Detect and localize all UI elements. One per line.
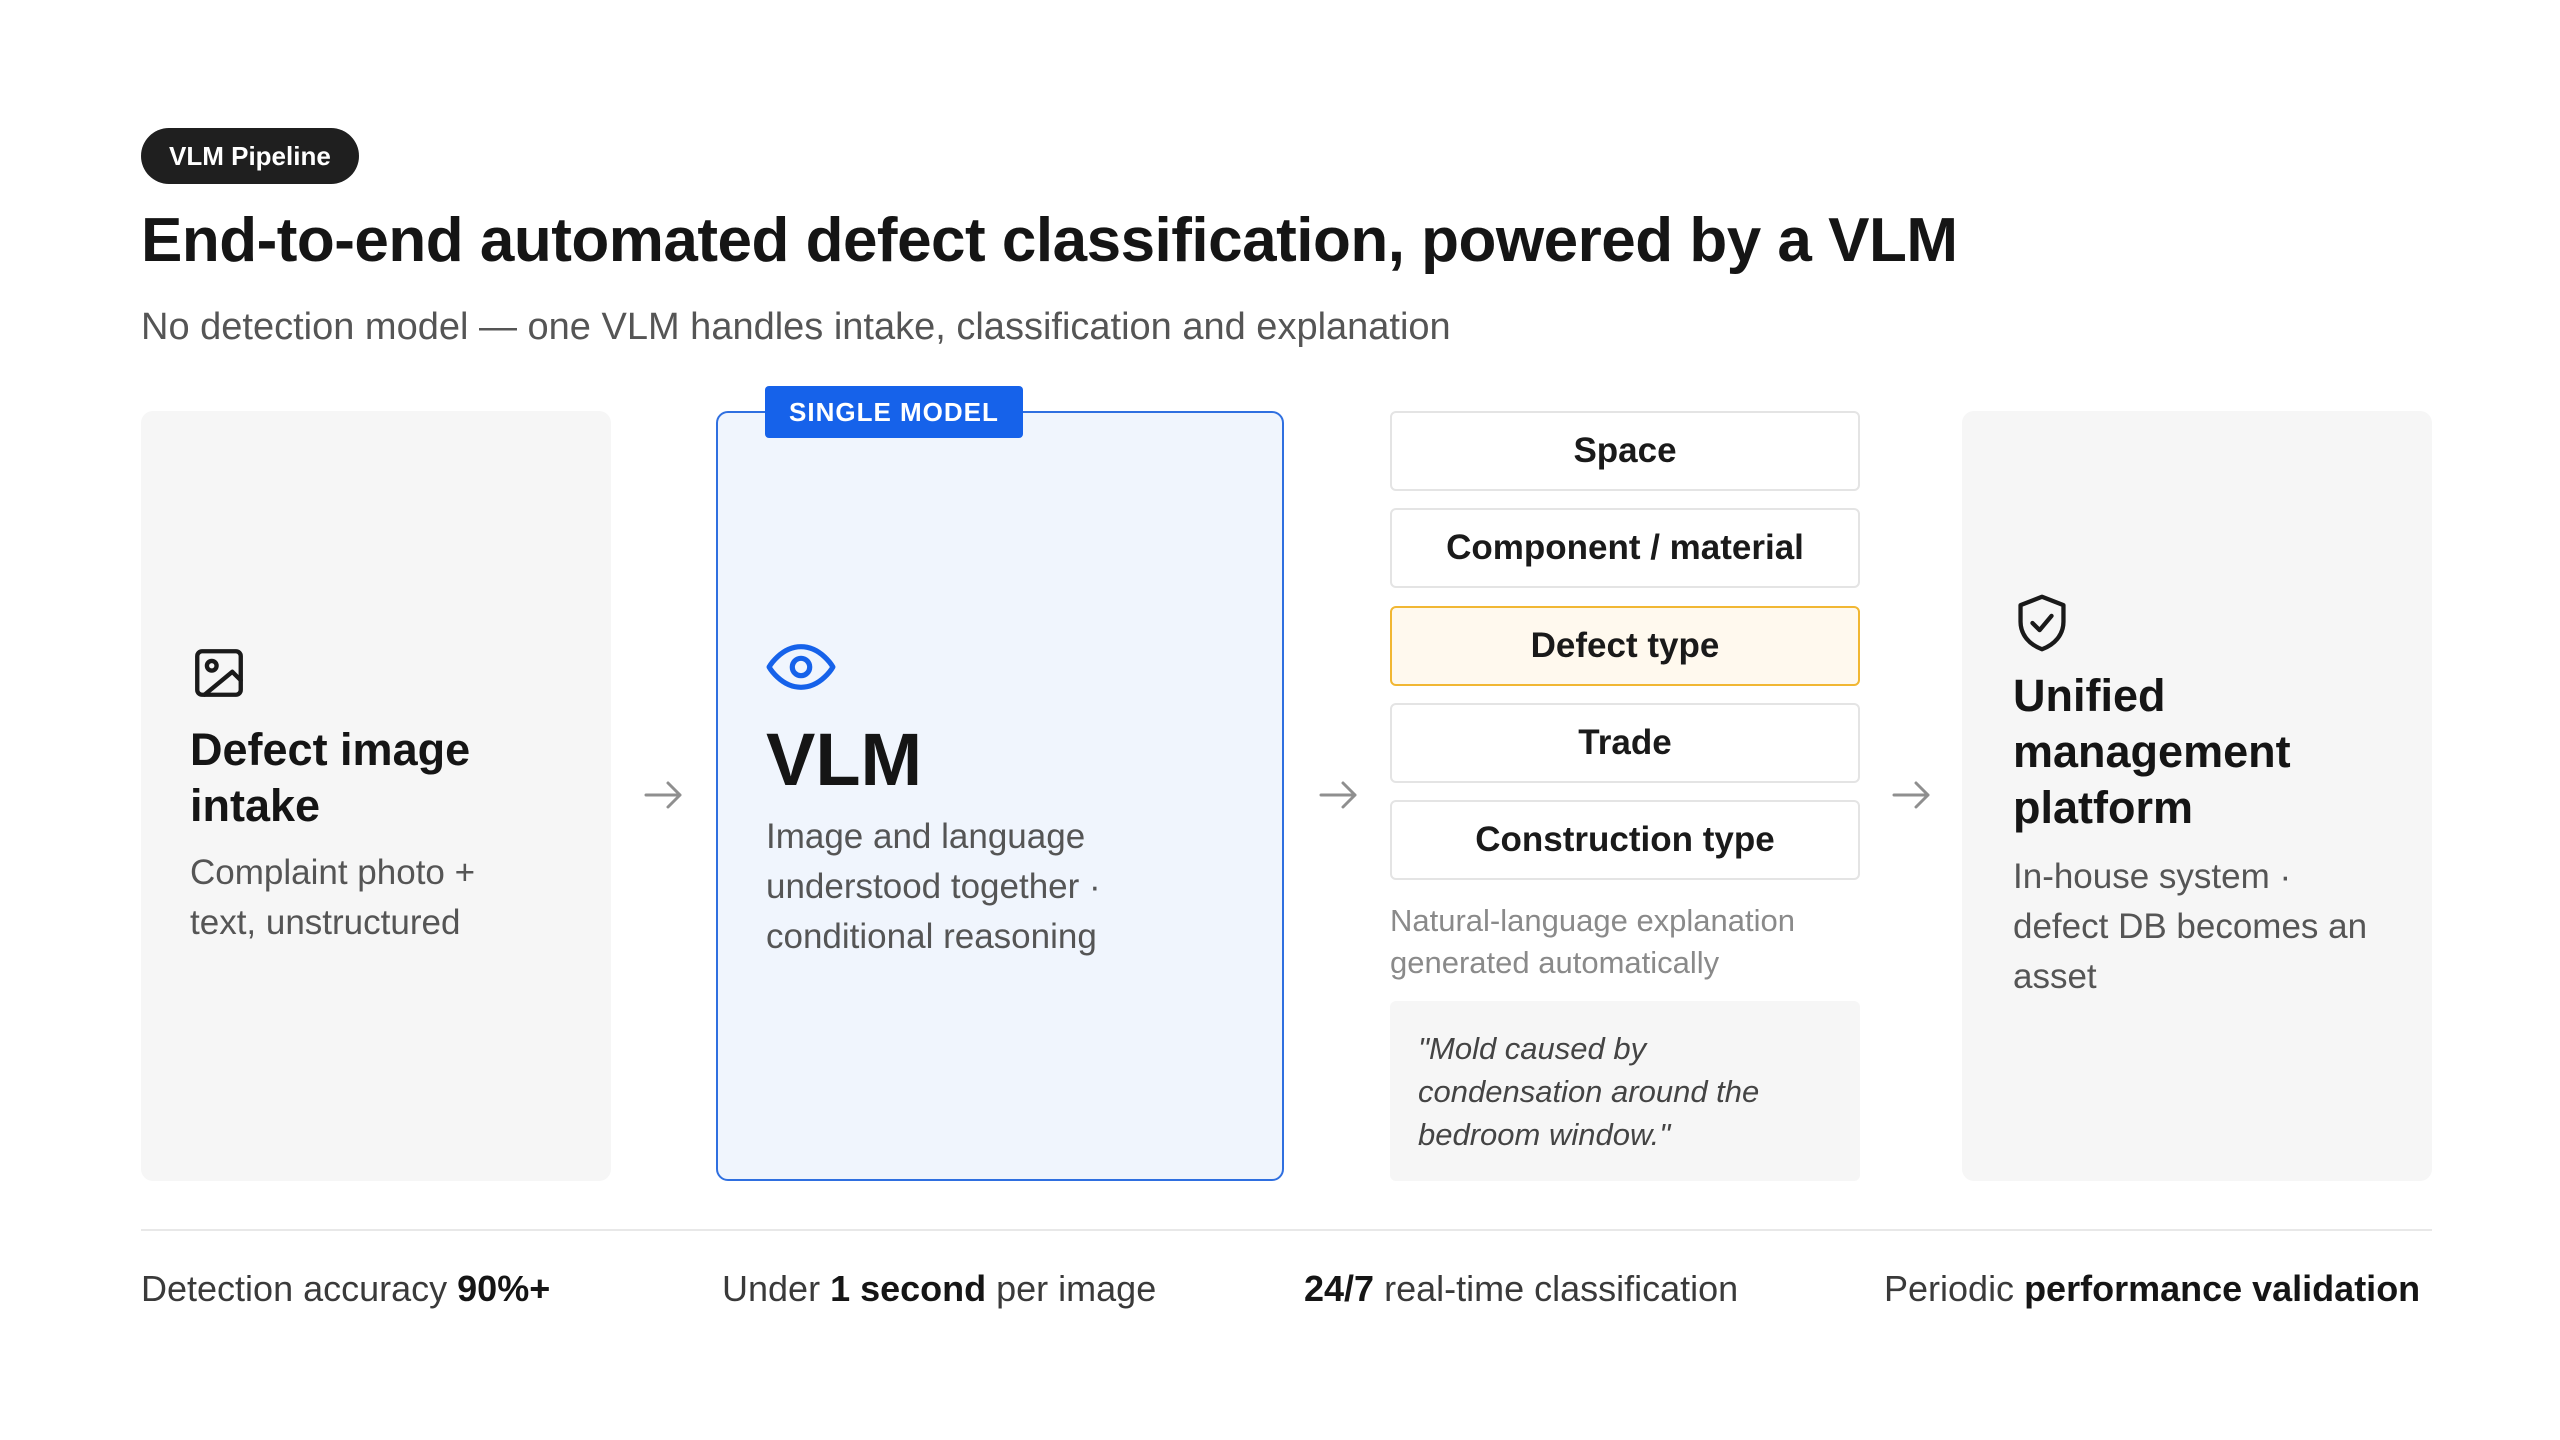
platform-heading: Unified management platform xyxy=(2013,670,2291,833)
shield-check-icon xyxy=(2018,594,2066,652)
stat-speed: Under 1 second per image xyxy=(722,1268,1157,1309)
explanation-label: Natural-language explanation generated a… xyxy=(1390,903,1796,980)
chip-construction-type: Construction type xyxy=(1390,800,1860,880)
vlm-heading: VLM xyxy=(766,718,923,801)
vlm-description: Image and language understood together ·… xyxy=(766,817,1101,956)
intake-heading: Defect image intake xyxy=(190,724,471,831)
page-title: End-to-end automated defect classificati… xyxy=(141,206,1958,275)
chip-trade: Trade xyxy=(1390,703,1860,783)
arrow-right-icon xyxy=(1892,781,1930,809)
vlm-card xyxy=(716,411,1284,1181)
stat-availability: 24/7 real-time classification xyxy=(1304,1268,1739,1309)
stat-validation: Periodic performance validation xyxy=(1884,1268,2421,1309)
arrow-right-icon xyxy=(1319,781,1357,809)
stat-accuracy: Detection accuracy 90%+ xyxy=(141,1268,551,1309)
page-subtitle: No detection model — one VLM handles int… xyxy=(141,306,1451,348)
chip-component-material: Component / material xyxy=(1390,508,1860,588)
platform-card xyxy=(1962,411,2432,1181)
example-explanation-quote: "Mold caused by condensation around the … xyxy=(1390,1001,1860,1181)
chip-defect-type: Defect type xyxy=(1390,606,1860,686)
arrow-right-icon xyxy=(644,781,682,809)
pipeline-badge: VLM Pipeline xyxy=(141,128,359,184)
chip-space: Space xyxy=(1390,411,1860,491)
platform-description: In-house system · defect DB becomes an a… xyxy=(2013,857,2368,996)
single-model-tag: SINGLE MODEL xyxy=(765,386,1023,438)
divider xyxy=(141,1229,2432,1231)
eye-icon xyxy=(766,644,836,690)
intake-card xyxy=(141,411,611,1181)
intake-description: Complaint photo + text, unstructured xyxy=(190,853,476,942)
image-icon xyxy=(195,649,243,697)
